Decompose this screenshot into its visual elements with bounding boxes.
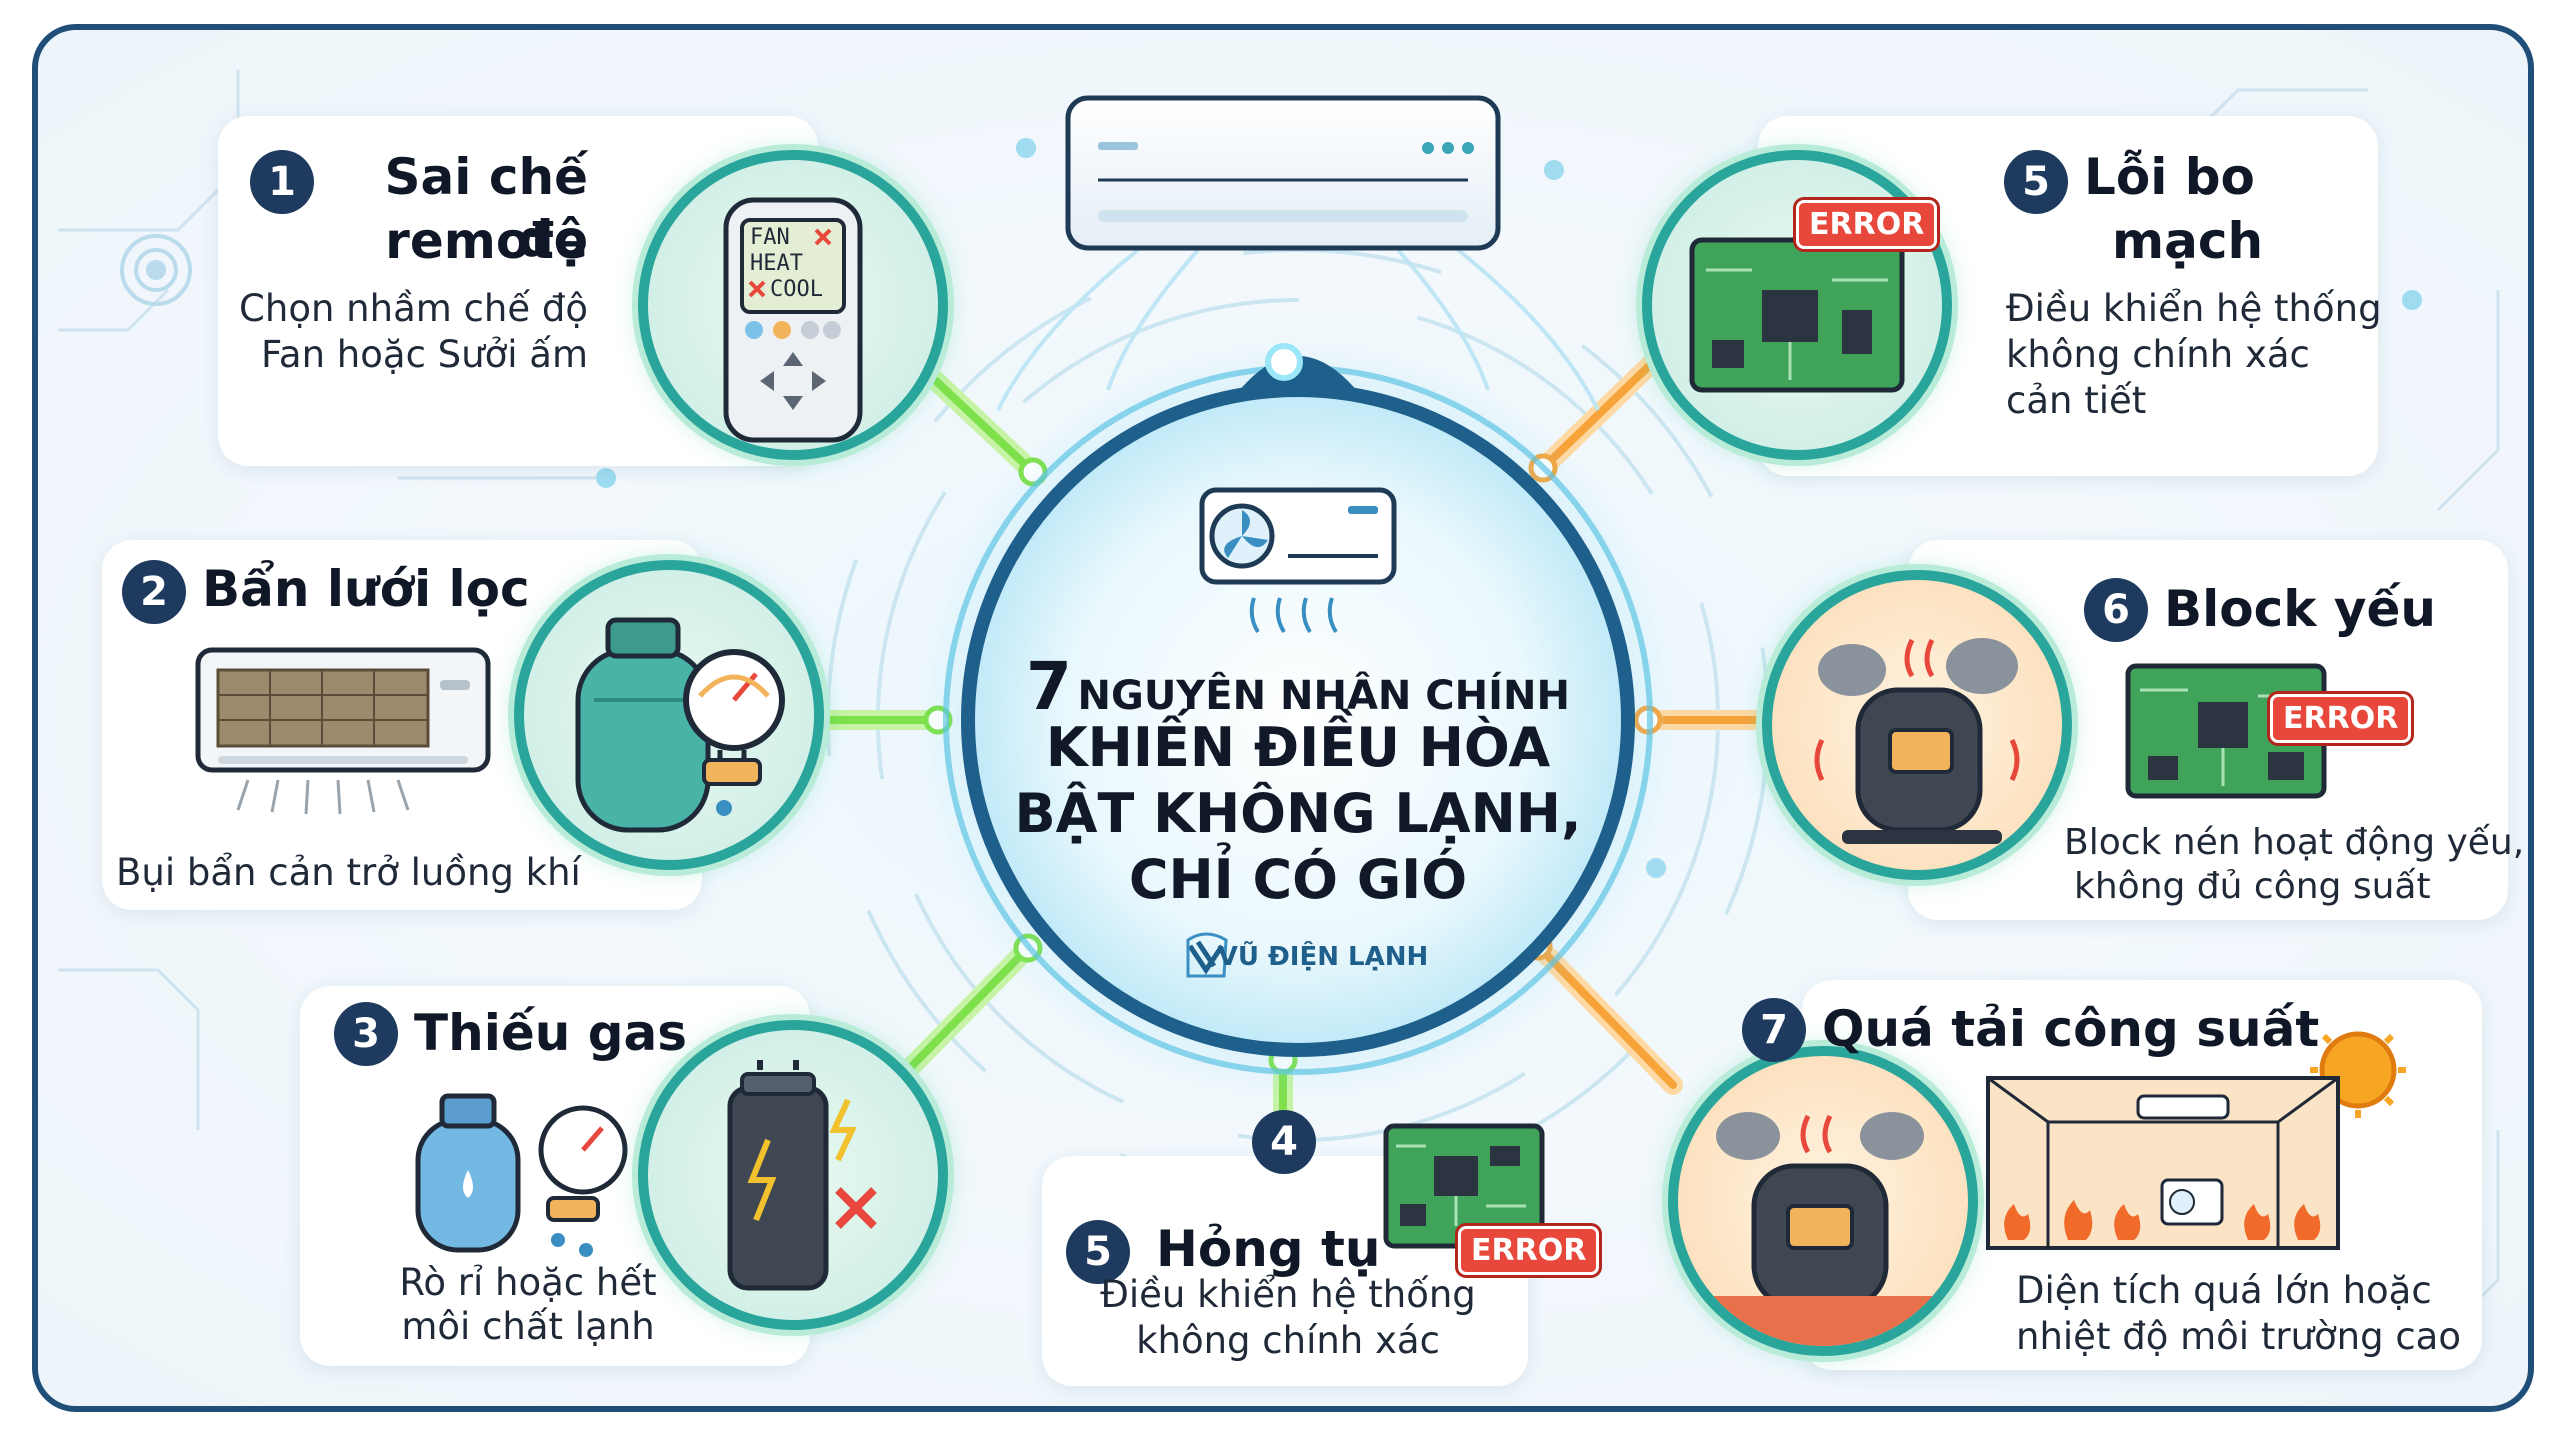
- target-icon: [120, 234, 192, 306]
- cause-1-icon-circle: FAN HEAT COOL: [638, 150, 948, 460]
- cause-5-error-tag: ERROR: [1796, 200, 1938, 249]
- cause-5-number: 5: [2004, 150, 2068, 214]
- cause-4-secondary-number: 5: [1066, 1220, 1130, 1284]
- gas-leak-icon: [415, 1093, 628, 1257]
- x-mark-icon: [814, 228, 832, 246]
- top-ac-unit: [1065, 95, 1501, 251]
- cause-5-desc-l1: Điều khiển hệ thống: [2006, 287, 2382, 330]
- circuit-nodes: [596, 138, 2422, 878]
- cause-2-number: 2: [122, 560, 186, 624]
- hub-title-line1: 7 NGUYÊN NHÂN CHÍNH: [958, 648, 1638, 725]
- cause-1-desc-l2: Fan hoặc Sưởi ấm: [261, 333, 588, 376]
- background-graphics: [58, 70, 2500, 1362]
- cause-7-desc-l2: nhiệt độ môi trường cao: [2016, 1315, 2461, 1358]
- cause-2-icon-circle: [514, 560, 824, 870]
- remote-fan-label: FAN: [750, 225, 790, 250]
- x-mark-icon: [748, 280, 766, 298]
- cause-5-desc-l3: cản tiết: [2006, 379, 2147, 422]
- remote-heat-label: HEAT: [750, 251, 803, 276]
- cause-5-icon-circle: [1642, 150, 1952, 460]
- cause-7-number: 7: [1742, 998, 1806, 1062]
- overheating-compressor-icon: [1814, 638, 2020, 844]
- cause-1-desc-l1: Chọn nhầm chế độ: [239, 287, 588, 330]
- cause-6-icon-circle: [1762, 570, 2072, 880]
- remote-cool-label: COOL: [770, 277, 823, 302]
- cause-6-error-tag: ERROR: [2270, 694, 2412, 743]
- hub-number: 7: [1026, 648, 1072, 725]
- hub-line2: KHIẾN ĐIỀU HÒA: [1045, 716, 1551, 779]
- cause-4-error-tag: ERROR: [1458, 1226, 1600, 1275]
- cause-7-desc-l1: Diện tích quá lớn hoặc: [2016, 1269, 2432, 1312]
- cause-3-number: 3: [334, 1002, 398, 1066]
- cause-5-desc-l2: không chính xác: [2006, 333, 2310, 376]
- cause-4-desc-l1: Điều khiển hệ thống: [1100, 1273, 1476, 1316]
- circuit-board-icon: [1383, 1123, 1545, 1249]
- hub-line4: CHỈ CÓ GIÓ: [1128, 848, 1468, 911]
- cause-3-title: Thiếu gas: [414, 1004, 688, 1062]
- cause-1-title-l2: remote: [385, 212, 588, 270]
- gas-tank-gauge-icon: [575, 617, 785, 833]
- cause-3-icon-circle: [638, 1020, 948, 1330]
- hub-ac-icon: [1186, 487, 1397, 978]
- circuit-board-error-icon: [1689, 237, 1905, 393]
- remote-control-icon: FAN HEAT COOL: [723, 197, 863, 443]
- cause-5-title-l2: mạch: [2112, 212, 2264, 270]
- cause-4-title: Hỏng tụ: [1156, 1220, 1381, 1278]
- cause-6-desc-l2: không đủ công suất: [2074, 866, 2431, 907]
- cause-5-title-l1: Lỗi bo: [2084, 148, 2255, 206]
- hub-line1: NGUYÊN NHÂN CHÍNH: [1077, 673, 1570, 719]
- cause-4-desc-l2: không chính xác: [1136, 1319, 1440, 1362]
- capacitor-broken-icon: [727, 1060, 877, 1291]
- airflow: [996, 248, 1600, 411]
- cause-2-desc: Bụi bẩn cản trở luồng khí: [116, 851, 581, 894]
- cause-6-title: Block yếu: [2164, 580, 2436, 638]
- hot-room-sun-icon: [1986, 1030, 2406, 1250]
- cause-3-desc-l2: môi chất lạnh: [401, 1305, 655, 1348]
- cause-1-title-l1: Sai chế độ: [384, 148, 588, 268]
- brand-name: VŨ ĐIỆN LẠNH: [1217, 942, 1429, 972]
- cause-1-number: 1: [250, 150, 314, 214]
- cause-2-title: Bẩn lưới lọc: [202, 560, 530, 618]
- infographic-frame: 7 NGUYÊN NHÂN CHÍNH KHIẾN ĐIỀU HÒA BẬT K…: [32, 24, 2534, 1412]
- cause-7-icon-circle: [1668, 1046, 1978, 1356]
- cause-7-title: Quá tải công suất: [1822, 1000, 2320, 1058]
- overheating-compressor-icon: [1678, 1112, 1968, 1346]
- dirty-filter-icon: [195, 647, 491, 815]
- cause-6-desc-l1: Block nén hoạt động yếu,: [2064, 822, 2525, 863]
- cause-3-desc-l1: Rò rỉ hoặc hết: [399, 1261, 657, 1304]
- cause-4-number: 4: [1252, 1110, 1316, 1174]
- hub-line3: BẬT KHÔNG LẠNH,: [1014, 782, 1582, 845]
- cause-6-number: 6: [2084, 578, 2148, 642]
- central-hub: 7 NGUYÊN NHÂN CHÍNH KHIẾN ĐIỀU HÒA BẬT K…: [958, 380, 1638, 1060]
